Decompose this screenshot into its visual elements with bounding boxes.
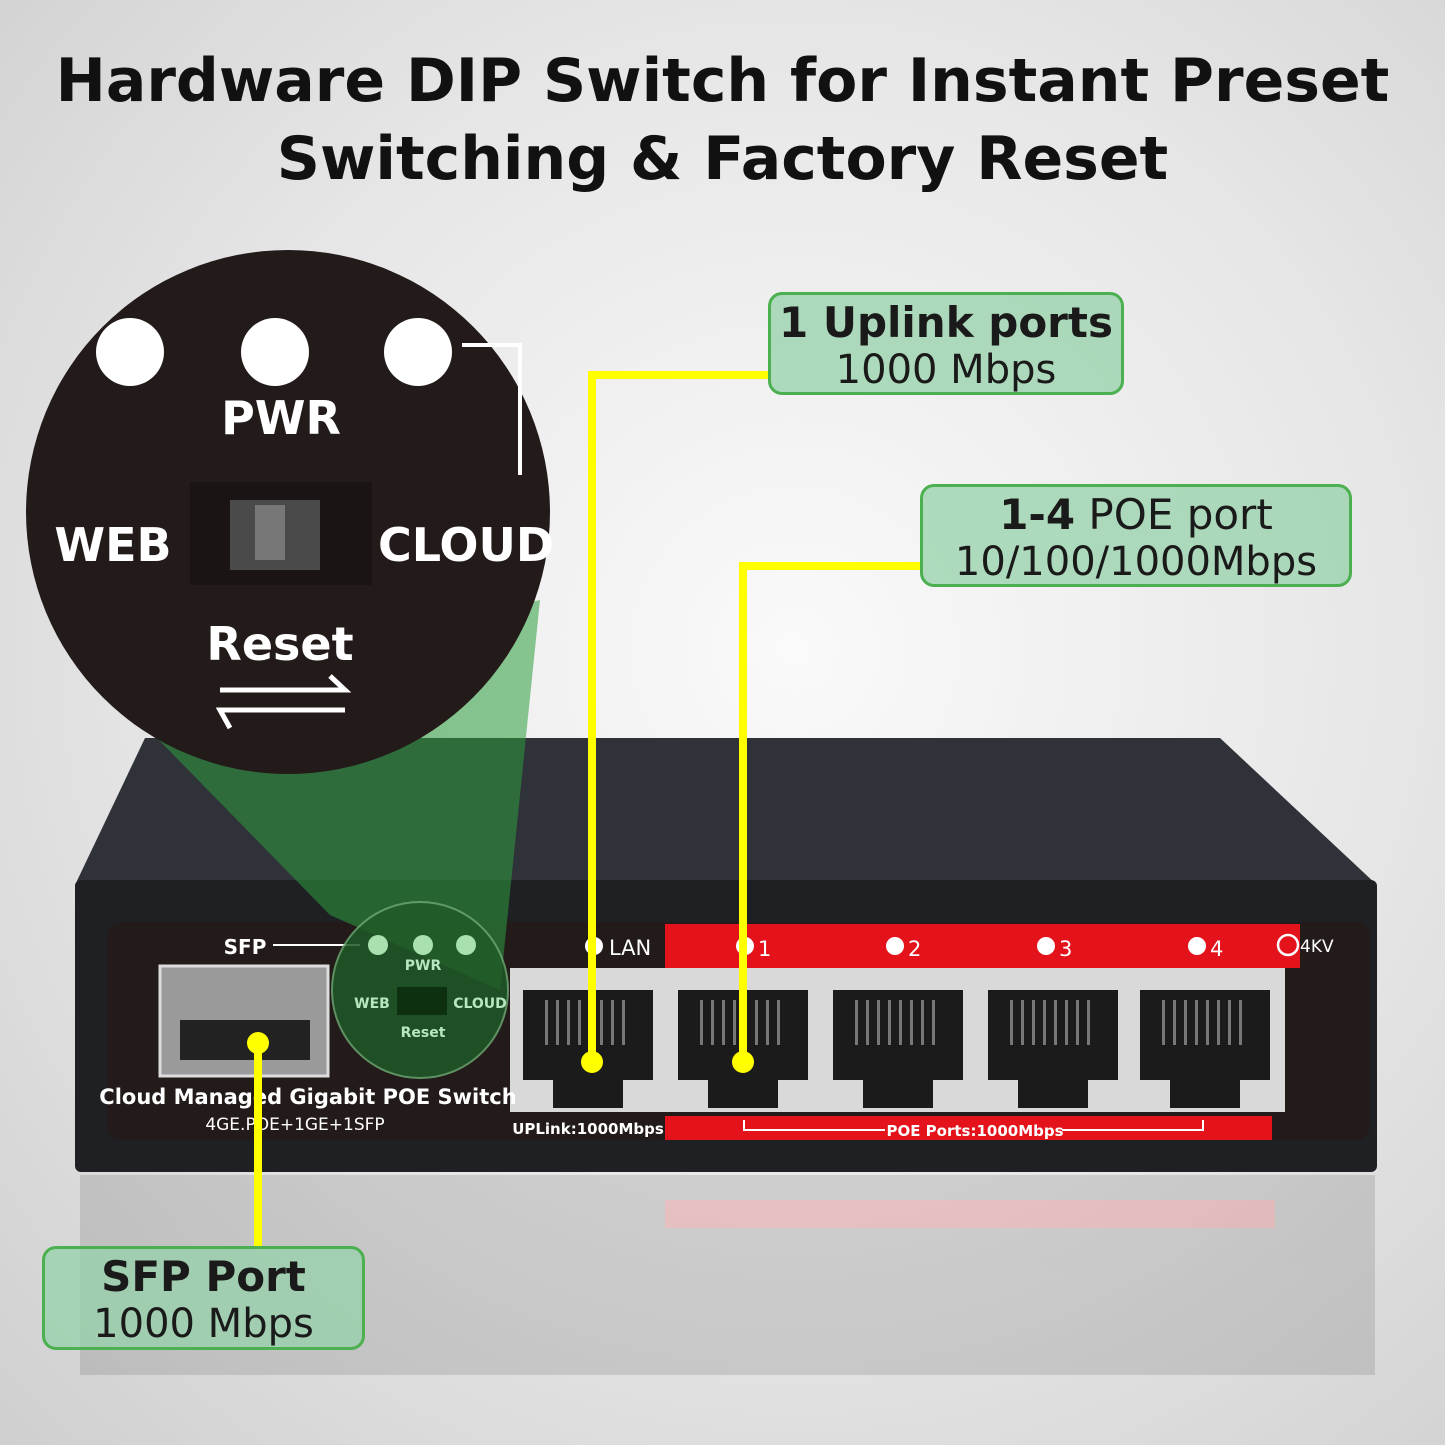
sfp-label: SFP [224, 935, 267, 959]
poe-port-3[interactable] [988, 990, 1118, 1108]
lan-label: LAN [609, 936, 651, 960]
poe-ports-label: POE Ports:1000Mbps [886, 1122, 1063, 1140]
sfp-slot [180, 1020, 310, 1060]
small-reset: Reset [401, 1025, 446, 1041]
zoom-reset-label: Reset [206, 617, 353, 671]
sfp-marker [247, 1032, 269, 1054]
poe-port-number: 4 [1210, 937, 1223, 961]
zoom-web-label: WEB [54, 518, 171, 572]
callout-sfp-speed: 1000 Mbps [93, 1301, 314, 1347]
callout-sfp: SFP Port 1000 Mbps [42, 1246, 365, 1350]
callout-uplink: 1 Uplink ports 1000 Mbps [768, 292, 1124, 395]
small-cloud: CLOUD [453, 996, 507, 1012]
poe-led-3 [1037, 937, 1055, 955]
poe-band-bottom [665, 1116, 1272, 1140]
small-web: WEB [354, 996, 390, 1012]
callout-uplink-title: 1 Uplink ports [779, 298, 1113, 347]
surge-icon [1276, 933, 1300, 957]
uplink-label: UPLink:1000Mbps [512, 1120, 664, 1138]
surge-label: 4KV [1300, 937, 1334, 957]
poe-led-2 [886, 937, 904, 955]
small-pwr: PWR [405, 958, 442, 974]
model-name: Cloud Managed Gigabit POE Switch [99, 1085, 516, 1109]
callout-poe-speed: 10/100/1000Mbps [954, 539, 1318, 585]
title-line-1: Hardware DIP Switch for Instant Preset [55, 46, 1390, 116]
zoom-pwr-label: PWR [221, 391, 341, 445]
poe-marker [732, 1051, 754, 1073]
callout-sfp-title: SFP Port [101, 1252, 306, 1301]
poe-port-2[interactable] [833, 990, 963, 1108]
uplink-marker [581, 1051, 603, 1073]
callout-poe-title: POE port [1075, 490, 1273, 539]
callout-uplink-speed: 1000 Mbps [835, 347, 1057, 393]
reset-arrows-icon [215, 674, 352, 730]
led-sfp [96, 318, 164, 386]
title-line-2: Switching & Factory Reset [276, 124, 1169, 194]
led-cloud [384, 318, 452, 386]
poe-led-4 [1188, 937, 1206, 955]
leader-lines [254, 371, 922, 1248]
poe-port-number: 1 [758, 937, 771, 961]
led-pwr [241, 318, 309, 386]
poe-port-number: 3 [1059, 937, 1072, 961]
poe-port-number: 2 [908, 937, 921, 961]
poe-port-4[interactable] [1140, 990, 1270, 1108]
callout-poe: 1-4 POE port 10/100/1000Mbps [920, 484, 1352, 587]
callout-poe-range: 1-4 [999, 490, 1076, 539]
zoom-cloud-label: CLOUD [378, 518, 554, 572]
model-spec: 4GE.POE+1GE+1SFP [205, 1115, 384, 1135]
